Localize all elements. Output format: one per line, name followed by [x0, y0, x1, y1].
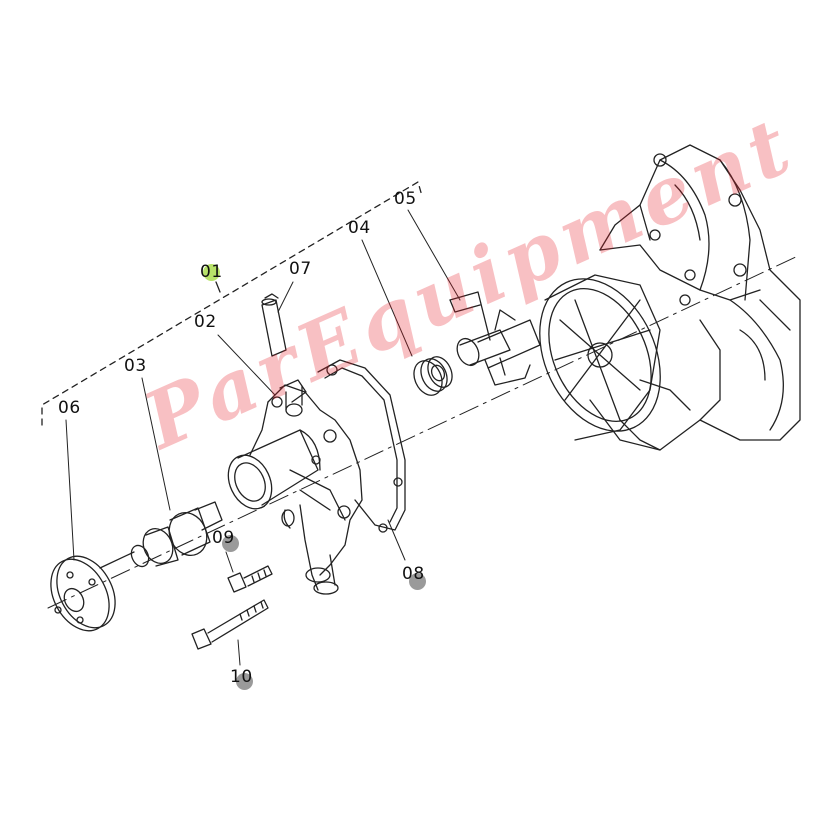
bearing-shaft	[99, 501, 223, 569]
part-label-04: 04	[348, 218, 371, 238]
part-label-07: 07	[289, 259, 312, 279]
engine-block	[589, 144, 801, 451]
part-label-01: 01	[200, 262, 223, 282]
highlight-dot-10	[236, 673, 253, 690]
pin-sleeve	[261, 293, 287, 357]
part-label-02: 02	[194, 312, 217, 332]
highlight-dot-01	[203, 264, 220, 281]
pump-housing-cover	[539, 274, 661, 441]
part-label-03: 03	[124, 356, 147, 376]
impeller	[449, 291, 541, 386]
pulley-hub	[50, 555, 116, 632]
mechanical-seal	[413, 356, 453, 396]
part-label-06: 06	[58, 398, 81, 418]
part-label-05: 05	[394, 189, 417, 209]
highlight-dot-09	[222, 535, 239, 552]
bolt-long	[191, 599, 269, 650]
part-label-09: 09	[212, 528, 235, 548]
part-label-08: 08	[402, 564, 425, 584]
bolt-short	[227, 565, 273, 593]
highlight-dot-08	[409, 573, 426, 590]
part-label-10: 10	[230, 667, 253, 687]
